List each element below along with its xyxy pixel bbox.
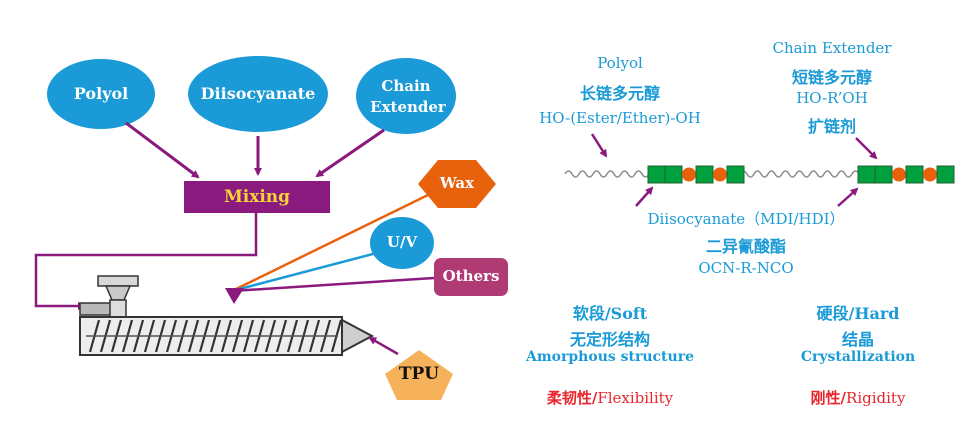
hard-segment-block — [905, 165, 924, 184]
hard-segment-block — [695, 165, 714, 184]
polymer-chain — [564, 165, 955, 184]
chain-extender-formula: HO-R’OH — [796, 89, 868, 107]
extruder — [79, 275, 375, 356]
polyol-arrow — [125, 121, 200, 179]
chain-label-line1: Chain — [381, 77, 431, 95]
hard-property-en: Rigidity — [846, 389, 906, 407]
wax-hexagon — [418, 160, 496, 208]
soft-property-cn: 柔韧性/ — [546, 389, 598, 407]
tpu-label: TPU — [398, 364, 440, 384]
diiso-formula: OCN-R-NCO — [698, 259, 794, 277]
hard-segment-block — [857, 165, 876, 184]
tpu-pentagon — [385, 350, 453, 400]
chain-extender-chain-arrow — [855, 137, 878, 160]
others-box — [434, 258, 508, 296]
others-label: Others — [442, 267, 500, 285]
soft-property-en: Flexibility — [597, 389, 674, 407]
wax-label: Wax — [439, 174, 475, 192]
chain-extender-cn2: 扩链剂 — [807, 117, 857, 136]
polyol-cn: 长链多元醇 — [579, 84, 661, 103]
diiso-arrow-right — [837, 187, 859, 207]
chain-extender-en: Chain Extender — [772, 39, 892, 57]
hard-segment-bead — [713, 167, 727, 182]
uv-ellipse — [370, 217, 434, 269]
hard-title: 硬段/Hard — [816, 304, 900, 323]
polyol-ellipse — [47, 59, 155, 129]
chain-extender-cn: 短链多元醇 — [791, 68, 873, 87]
diiso-arrow-left — [635, 186, 654, 207]
wax-line — [231, 192, 431, 293]
soft-segment-wave-2 — [739, 170, 867, 178]
extruder-feed-throat — [109, 299, 127, 319]
hard-segment-1 — [647, 165, 745, 184]
hard-segment-block — [647, 165, 666, 184]
others-line — [231, 276, 435, 293]
diisocyanate-label: Diisocyanate — [200, 84, 316, 103]
soft-cn: 无定形结构 — [569, 330, 651, 349]
hard-property: 刚性/Rigidity — [811, 387, 906, 408]
soft-title: 软段/Soft — [572, 304, 648, 323]
hard-segment-block — [874, 165, 893, 184]
extruder-screw — [86, 319, 343, 353]
polyol-formula: HO-(Ester/Ether)-OH — [539, 109, 701, 127]
hard-cn: 结晶 — [841, 330, 875, 349]
extruder-hopper-top — [97, 275, 139, 287]
extruder-hopper-funnel — [104, 285, 132, 301]
additive-inlet-triangle — [225, 288, 244, 304]
hard-segment-2 — [857, 165, 955, 184]
hard-segment-bead — [923, 167, 937, 182]
soft-en: Amorphous structure — [526, 349, 694, 365]
polyol-label: Polyol — [73, 84, 129, 103]
mixing-feed-line — [34, 213, 258, 310]
hard-segment-block — [936, 165, 955, 184]
uv-label: U/V — [386, 233, 418, 251]
soft-property: 柔韧性/Flexibility — [547, 387, 673, 408]
hard-segment-block — [726, 165, 745, 184]
chain-label-line2: Extender — [370, 98, 446, 116]
chain-extender-arrow — [315, 128, 385, 178]
tpu-arrow — [368, 336, 399, 356]
diiso-cn: 二异氰酸酯 — [705, 237, 787, 256]
extruder-die — [341, 318, 375, 354]
uv-line — [231, 248, 389, 293]
hard-segment-bead — [892, 167, 906, 182]
diiso-en: Diisocyanate（MDI/HDI） — [647, 210, 845, 228]
polyol-chain-arrow — [590, 133, 608, 158]
mixing-box — [184, 181, 330, 213]
mixing-label: Mixing — [223, 187, 291, 207]
soft-segment-wave-1 — [564, 170, 650, 178]
hard-segment-bead — [682, 167, 696, 182]
polyol-en: Polyol — [597, 54, 643, 72]
diisocyanate-ellipse — [188, 56, 328, 132]
hard-en: Crystallization — [800, 349, 916, 365]
hard-segment-block — [664, 165, 683, 184]
hard-property-cn: 刚性/ — [810, 389, 847, 407]
chain-extender-ellipse — [356, 58, 456, 134]
